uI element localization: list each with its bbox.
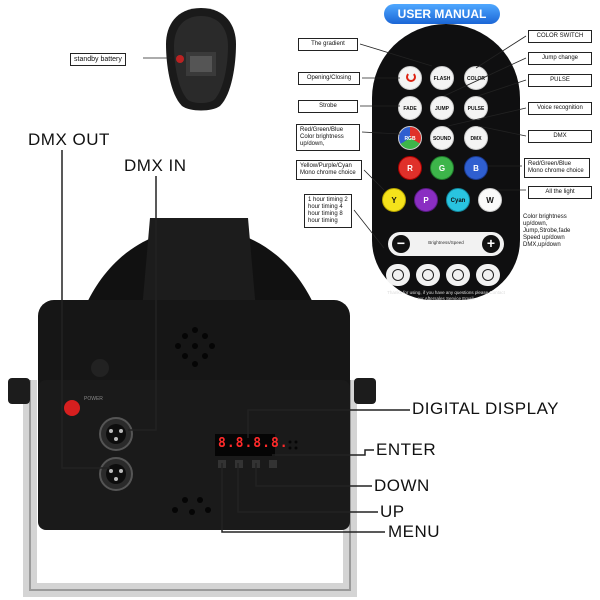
green-button[interactable]: G xyxy=(430,156,454,180)
label-brightness-speed: Color brightness up/down, Jump,Strobe,fa… xyxy=(520,212,592,251)
power-button[interactable] xyxy=(398,66,422,90)
power-text: POWER xyxy=(84,396,103,402)
plus-button[interactable]: + xyxy=(482,235,500,253)
standby-battery-label: standby battery xyxy=(70,53,126,66)
remote-note: Thanks for using, if you have any questi… xyxy=(387,290,505,301)
label-dmx: DMX xyxy=(528,130,592,143)
timer-8h-button[interactable] xyxy=(476,264,500,286)
timer-4h-button[interactable] xyxy=(446,264,470,286)
digital-display-readout: 8.8.8.8. xyxy=(218,436,289,451)
white-button[interactable]: W xyxy=(478,188,502,212)
label-strobe: Strobe xyxy=(298,100,358,113)
red-button[interactable]: R xyxy=(398,156,422,180)
timer-2h-button[interactable] xyxy=(416,264,440,286)
label-timing: 1 hour timing 2 hour timing 4 hour timin… xyxy=(304,194,352,228)
label-ypc-mono: Yellow/Purple/Cyan Mono chrome choice xyxy=(296,160,362,180)
battery-remote-image xyxy=(160,4,242,114)
down-label: DOWN xyxy=(374,476,430,495)
label-jump-change: Jump change xyxy=(528,52,592,65)
label-gradient: The gradient xyxy=(298,38,358,51)
yellow-button[interactable]: Y xyxy=(382,188,406,212)
jump-button[interactable]: JUMP xyxy=(430,96,454,120)
cyan-button[interactable]: Cyan xyxy=(446,188,470,212)
flash-button[interactable]: FLASH xyxy=(430,66,454,90)
enter-label: ENTER xyxy=(376,440,437,459)
label-rgb-brightness: Red/Green/Blue Color brightness up/down, xyxy=(296,124,360,151)
menu-label: MENU xyxy=(388,522,441,541)
minus-button[interactable]: − xyxy=(392,235,410,253)
label-rgb-mono: Red/Green/Blue Mono chrome choice xyxy=(524,158,590,178)
dmx-in-label: DMX IN xyxy=(124,156,187,175)
fade-button[interactable]: FADE xyxy=(398,96,422,120)
blue-button[interactable]: B xyxy=(464,156,488,180)
label-pulse: PULSE xyxy=(528,74,592,87)
brightness-slider[interactable]: − Brightness/Speed + xyxy=(388,232,504,256)
power-icon xyxy=(406,72,416,82)
sound-button[interactable]: SOUND xyxy=(430,126,454,150)
par-light-image xyxy=(0,210,400,600)
label-all-light: All the light xyxy=(528,186,592,199)
pulse-button[interactable]: PULSE xyxy=(464,96,488,120)
remote-control: FLASH COLOR FADE JUMP PULSE RGB SOUND DM… xyxy=(372,24,520,301)
label-voice-recognition: Voice recognition xyxy=(528,102,592,115)
dmx-button[interactable]: DMX xyxy=(464,126,488,150)
dmx-out-label: DMX OUT xyxy=(28,130,110,149)
digital-display-label: DIGITAL DISPLAY xyxy=(412,399,560,418)
purple-button[interactable]: P xyxy=(414,188,438,212)
color-button[interactable]: COLOR xyxy=(464,66,488,90)
user-manual-title: USER MANUAL xyxy=(384,4,500,24)
label-opening-closing: Opening/Closing xyxy=(298,72,360,85)
timer-1h-button[interactable] xyxy=(386,264,410,286)
rgb-button[interactable]: RGB xyxy=(398,126,422,150)
slider-text: Brightness/Speed xyxy=(428,240,464,245)
label-color-switch: COLOR SWITCH xyxy=(528,30,592,43)
up-label: UP xyxy=(380,502,405,521)
